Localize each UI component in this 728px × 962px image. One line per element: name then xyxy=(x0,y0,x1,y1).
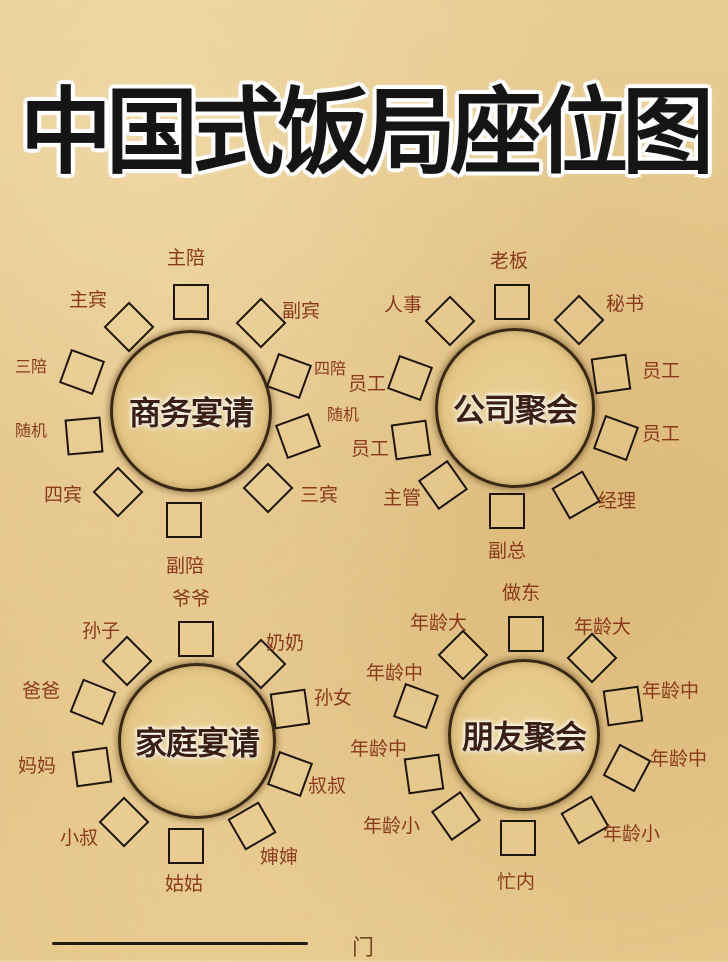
door-line xyxy=(52,942,308,945)
seat-box xyxy=(235,297,287,349)
seat-box xyxy=(592,414,640,462)
seat-label: 叔叔 xyxy=(308,775,347,797)
seat-label: 随机 xyxy=(327,405,360,424)
seat-box xyxy=(430,790,482,842)
seat-box xyxy=(58,348,106,396)
seat-label: 副陪 xyxy=(166,555,205,577)
page-title: 中国式饭局座位图 xyxy=(19,77,714,188)
round-table: 家庭宴请 xyxy=(118,663,276,819)
seat-label: 年龄中 xyxy=(350,738,408,760)
seat-label: 员工 xyxy=(351,438,390,460)
seat-box xyxy=(551,470,601,520)
seat-box xyxy=(274,412,322,460)
seat-label: 婶婶 xyxy=(260,846,299,868)
seat-box xyxy=(386,354,434,402)
seat-label: 年龄中 xyxy=(642,680,700,702)
seat-label: 妈妈 xyxy=(18,755,57,777)
seat-label: 孙女 xyxy=(314,687,353,709)
seat-label: 员工 xyxy=(642,360,681,382)
seat-box xyxy=(508,616,544,652)
seat-label: 年龄小 xyxy=(603,823,661,845)
seat-box xyxy=(500,820,536,856)
seat-box xyxy=(173,284,209,320)
seat-label: 四陪 xyxy=(314,359,347,378)
seat-box xyxy=(98,796,150,848)
seat-box xyxy=(566,632,618,684)
seat-label: 奶奶 xyxy=(266,632,305,654)
seat-label: 小叔 xyxy=(60,827,99,849)
seat-label: 秘书 xyxy=(606,293,645,315)
seat-label: 爷爷 xyxy=(172,588,211,610)
seat-label: 三陪 xyxy=(15,357,48,376)
seat-box xyxy=(178,621,214,657)
seat-box xyxy=(390,419,432,461)
seat-label: 四宾 xyxy=(44,484,83,506)
round-table: 朋友聚会 xyxy=(448,659,600,811)
seat-label: 老板 xyxy=(490,250,529,272)
seat-box xyxy=(101,635,153,687)
seat-box xyxy=(166,502,202,538)
seat-label: 忙内 xyxy=(497,871,536,893)
round-table: 公司聚会 xyxy=(435,328,595,488)
seat-label: 员工 xyxy=(642,423,681,445)
seat-box xyxy=(269,688,311,730)
seat-box xyxy=(590,353,632,395)
seat-label: 副宾 xyxy=(282,300,321,322)
seat-box xyxy=(64,416,104,456)
seat-label: 姑姑 xyxy=(165,873,204,895)
seat-label: 孙子 xyxy=(82,620,121,642)
table-name: 朋友聚会 xyxy=(461,718,587,756)
seat-label: 员工 xyxy=(348,373,387,395)
seat-label: 爸爸 xyxy=(22,680,61,702)
seat-box xyxy=(403,753,445,795)
seat-label: 年龄大 xyxy=(410,612,468,634)
table-name: 商务宴请 xyxy=(128,394,254,432)
seat-label: 三宾 xyxy=(300,484,339,506)
seat-box xyxy=(71,746,113,788)
seat-label: 副总 xyxy=(488,540,527,562)
seat-box xyxy=(602,743,652,793)
seat-label: 主宾 xyxy=(69,289,108,311)
seat-label: 随机 xyxy=(15,421,48,440)
seat-box xyxy=(392,682,440,730)
seat-box xyxy=(92,466,144,518)
seat-label: 年龄大 xyxy=(574,616,632,638)
seat-box xyxy=(69,678,117,726)
seat-box xyxy=(242,462,294,514)
seat-box xyxy=(602,685,644,727)
seat-label: 人事 xyxy=(384,294,423,316)
seat-box xyxy=(553,294,605,346)
seat-label: 年龄小 xyxy=(363,815,421,837)
seat-label: 主管 xyxy=(383,487,422,509)
seat-label: 年龄中 xyxy=(650,748,708,770)
table-name: 公司聚会 xyxy=(452,391,578,429)
seat-box xyxy=(489,493,525,529)
seat-label: 年龄中 xyxy=(366,662,424,684)
door-label: 门 xyxy=(352,936,375,961)
seat-box xyxy=(168,828,204,864)
seat-box xyxy=(424,295,476,347)
round-table: 商务宴请 xyxy=(110,330,272,492)
seat-label: 经理 xyxy=(598,490,637,512)
seat-label: 主陪 xyxy=(167,247,206,269)
seat-box xyxy=(265,352,313,400)
seat-label: 做东 xyxy=(502,582,541,604)
seat-box xyxy=(494,284,530,320)
table-name: 家庭宴请 xyxy=(134,724,260,762)
